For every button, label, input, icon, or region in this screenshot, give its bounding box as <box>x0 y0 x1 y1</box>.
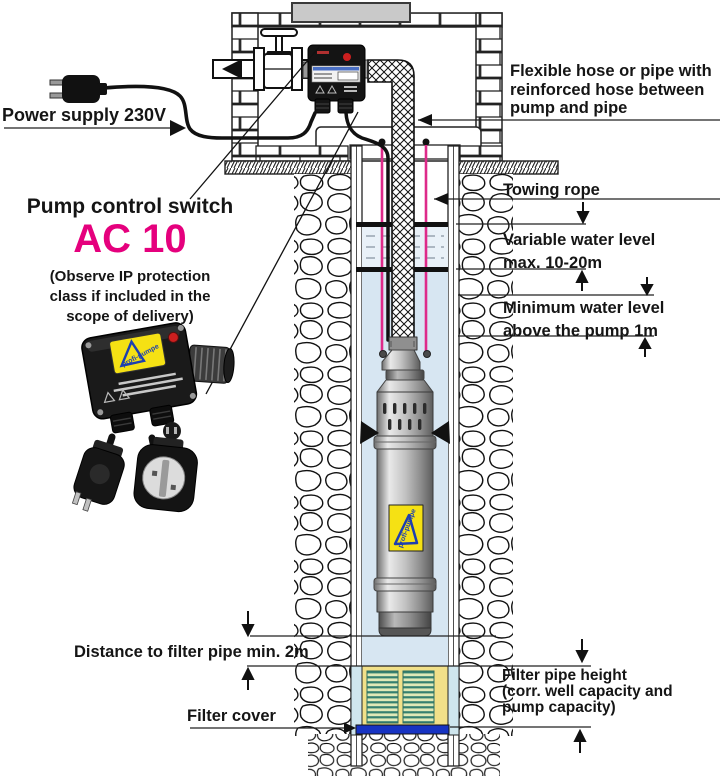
rope-hook-right <box>422 138 430 146</box>
hose-line-2: reinforced hose between <box>510 80 705 99</box>
filter-pipe <box>350 665 460 736</box>
leader-line-switch <box>189 45 321 200</box>
minimum-line-1: Minimum water level <box>503 299 665 317</box>
pump-inlet-slots <box>383 403 427 430</box>
threaded-outlet <box>187 344 235 384</box>
hose-arrowhead-icon <box>418 114 432 126</box>
rope-arrowhead-icon <box>434 193 448 205</box>
flexible-hose <box>367 59 415 346</box>
gravel-bed <box>308 734 500 776</box>
flexible-hose-label: Flexible hose or pipe with reinforced ho… <box>510 62 712 118</box>
rock-wall-right <box>457 174 513 736</box>
flange-left <box>253 47 265 91</box>
fph-line-3: pump capacity) <box>502 699 616 716</box>
variable-line-2: max. 10-20m <box>503 253 603 272</box>
cover-slab <box>291 2 411 23</box>
outlet-pipe <box>212 28 311 91</box>
power-plug-icon <box>49 75 107 103</box>
valve-handwheel <box>260 28 298 37</box>
filter-pipe-height-label: Filter pipe height (corr. well capacity … <box>502 668 673 716</box>
power-supply-label: Power supply 230V <box>2 105 167 125</box>
ip-protection-note: (Observe IP protection class if included… <box>18 267 242 327</box>
fph-line-1: Filter pipe height <box>502 667 627 684</box>
hose-line-1: Flexible hose or pipe with <box>510 62 712 80</box>
variable-line-1: Variable water level <box>503 231 656 249</box>
power-supply-arrowhead-icon <box>170 120 186 136</box>
leader-line-device <box>205 111 359 395</box>
filter-cover-plate <box>355 724 450 735</box>
device-warning-icons <box>103 388 131 404</box>
pump-control-box <box>302 44 374 114</box>
towing-rope-label: Towing rope <box>503 181 600 199</box>
hose-line-3: pump and pipe <box>510 99 628 117</box>
filter-screen-left <box>366 670 399 724</box>
plug-left <box>71 439 125 512</box>
filter-screen-right <box>402 670 435 724</box>
power-cable <box>102 84 317 140</box>
device-red-button <box>167 331 179 343</box>
flow-direction-arrow-icon <box>222 59 242 79</box>
brick-footing-left <box>255 145 349 162</box>
filter-cover-label: Filter cover <box>187 707 276 725</box>
minimum-water-level-label: Minimum water level above the pump 1m <box>503 297 664 342</box>
note-line-3: scope of delivery) <box>66 308 194 325</box>
hose-clamp <box>388 336 418 351</box>
variable-water-level-label: Variable water level max. 10-20m <box>503 229 655 274</box>
ac10-model-label: AC 10 <box>73 217 187 261</box>
intake-arrow-left-icon <box>360 421 379 444</box>
note-line-2: class if included in the <box>49 288 211 305</box>
fph-line-2: (corr. well capacity and <box>502 683 673 700</box>
filter-cover-arrowhead-icon <box>344 722 356 734</box>
cable-glands <box>314 98 354 114</box>
pump-drop-cable <box>344 111 390 342</box>
gate-valve <box>263 53 293 89</box>
leader-arrowheads <box>170 114 448 734</box>
distance-to-filter-label: Distance to filter pipe min. 2m <box>74 643 309 661</box>
ac10-device-photo: profi-pumpe <box>71 322 235 513</box>
plug-right <box>133 436 198 513</box>
minimum-line-2: above the pump 1m <box>503 321 658 340</box>
pump-control-switch-heading: Pump control switch <box>26 195 234 218</box>
status-led <box>343 53 351 61</box>
warning-triangle-icons <box>315 84 337 94</box>
dimension-arrows <box>241 202 654 753</box>
note-line-1: (Observe IP protection <box>49 268 211 285</box>
pump-brand-label: profi-pumpe <box>388 504 424 552</box>
ground-surface <box>224 160 559 175</box>
rock-wall-left <box>294 174 352 736</box>
reference-lines <box>4 119 720 729</box>
device-brand-label: profi-pumpe <box>109 332 167 375</box>
intake-arrow-right-icon <box>431 421 450 444</box>
